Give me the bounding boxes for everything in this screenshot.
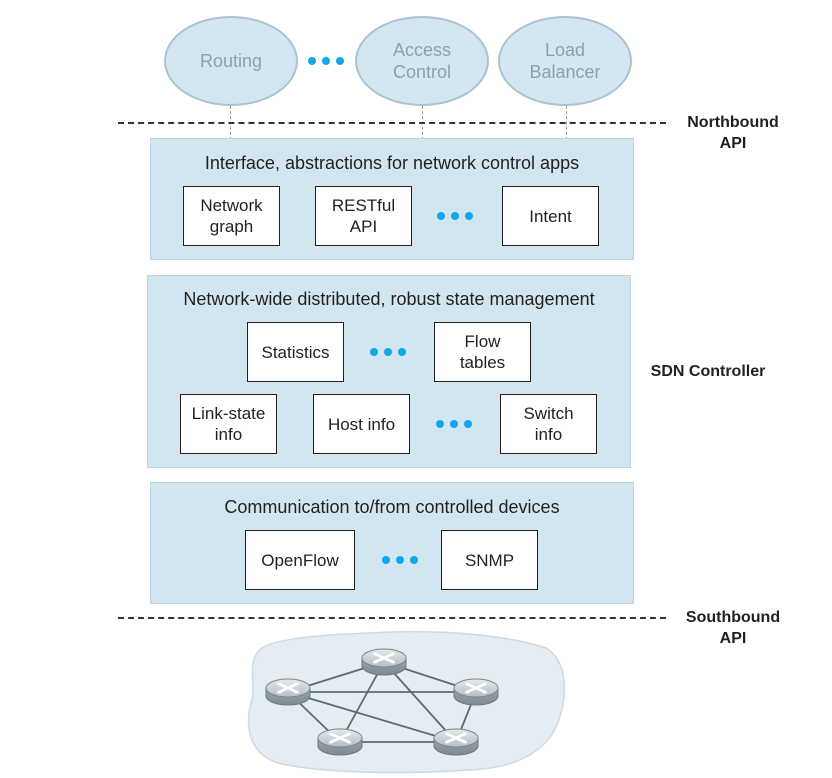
app-access-control: Access Control [355, 16, 489, 106]
link-state-info-box: Link-state info [180, 394, 277, 454]
ellipsis-dots-icon [308, 57, 344, 65]
network-graph-box: Network graph [183, 186, 280, 246]
switch-info-box: Switch info [500, 394, 597, 454]
ellipsis-dots-icon [370, 348, 406, 356]
router-icon [316, 727, 364, 757]
router-icon [432, 727, 480, 757]
router-icon [360, 647, 408, 677]
ellipsis-dots-icon [382, 556, 418, 564]
router-icon [452, 677, 500, 707]
communication-layer-title: Communication to/from controlled devices [224, 497, 560, 517]
sdn-controller-label: SDN Controller [650, 363, 766, 380]
router-icon [264, 677, 312, 707]
host-info-box: Host info [313, 394, 410, 454]
northbound-api-label: Northbound API [687, 114, 779, 152]
restful-api-box: RESTful API [315, 186, 412, 246]
flow-tables-box: Flow tables [434, 322, 531, 382]
snmp-box: SNMP [441, 530, 538, 590]
interface-layer-title: Interface, abstractions for network cont… [204, 153, 580, 173]
state-management-layer-title: Network-wide distributed, robust state m… [183, 289, 595, 309]
intent-box: Intent [502, 186, 599, 246]
northbound-api-line [118, 122, 666, 124]
app-load-balancer: Load Balancer [498, 16, 632, 106]
southbound-api-line [118, 617, 666, 619]
ellipsis-dots-icon [437, 212, 473, 220]
ellipsis-dots-icon [436, 420, 472, 428]
app-routing: Routing [164, 16, 298, 106]
openflow-box: OpenFlow [245, 530, 355, 590]
communication-layer: Communication to/from controlled devices [150, 482, 634, 604]
southbound-api-label: Southbound API [685, 609, 781, 647]
statistics-box: Statistics [247, 322, 344, 382]
